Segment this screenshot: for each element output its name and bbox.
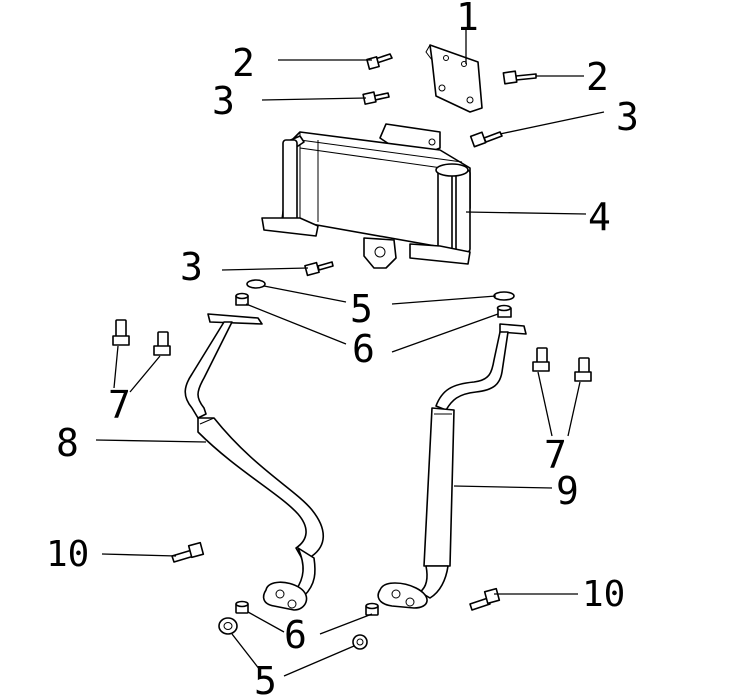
bushing-6-lower-right <box>365 602 379 616</box>
bolt-2-right <box>502 70 537 85</box>
callout-7-left: 7 <box>108 383 131 427</box>
oil-cooler <box>261 123 471 269</box>
callout-10-left: 10 <box>46 534 89 575</box>
bolt-10-left <box>171 541 205 563</box>
bolt-7-a <box>112 319 130 346</box>
callout-5-lower: 5 <box>254 659 277 700</box>
washer-5-lower-right <box>352 634 368 650</box>
oil-pipe-8 <box>184 313 325 611</box>
washer-5-upper-left <box>246 279 266 289</box>
bushing-6-upper-left <box>235 292 249 306</box>
bolt-3-left <box>362 91 390 105</box>
callout-8: 8 <box>56 421 79 465</box>
callout-3-lower: 3 <box>180 245 203 289</box>
washer-5-upper-right <box>493 291 515 301</box>
callout-3-top-left: 3 <box>212 79 235 123</box>
callout-6-upper: 6 <box>352 327 375 371</box>
callout-3-right: 3 <box>616 95 639 139</box>
callout-1: 1 <box>456 0 479 39</box>
leader-lines <box>95 28 605 677</box>
bolt-3-lower <box>304 261 334 277</box>
callout-7-right: 7 <box>544 433 567 477</box>
bolt-10-right <box>469 587 501 611</box>
bolt-7-b <box>153 331 171 356</box>
washer-5-lower-left <box>218 617 238 635</box>
callout-5-upper: 5 <box>350 287 373 331</box>
bracket-plate <box>425 44 483 113</box>
callout-9: 9 <box>556 469 579 513</box>
bolt-7-c <box>532 347 550 372</box>
callout-2-right: 2 <box>586 55 609 99</box>
bushing-6-upper-right <box>496 304 512 318</box>
oil-pipe-9 <box>377 323 527 609</box>
bushing-6-lower-left <box>235 600 249 614</box>
bolt-2-left <box>366 53 393 70</box>
callout-4: 4 <box>588 195 611 239</box>
bolt-7-d <box>574 357 592 382</box>
callout-10-right: 10 <box>582 574 625 615</box>
bolt-3-right <box>469 131 503 148</box>
callout-2-left: 2 <box>232 41 255 85</box>
callout-6-lower: 6 <box>284 613 307 657</box>
